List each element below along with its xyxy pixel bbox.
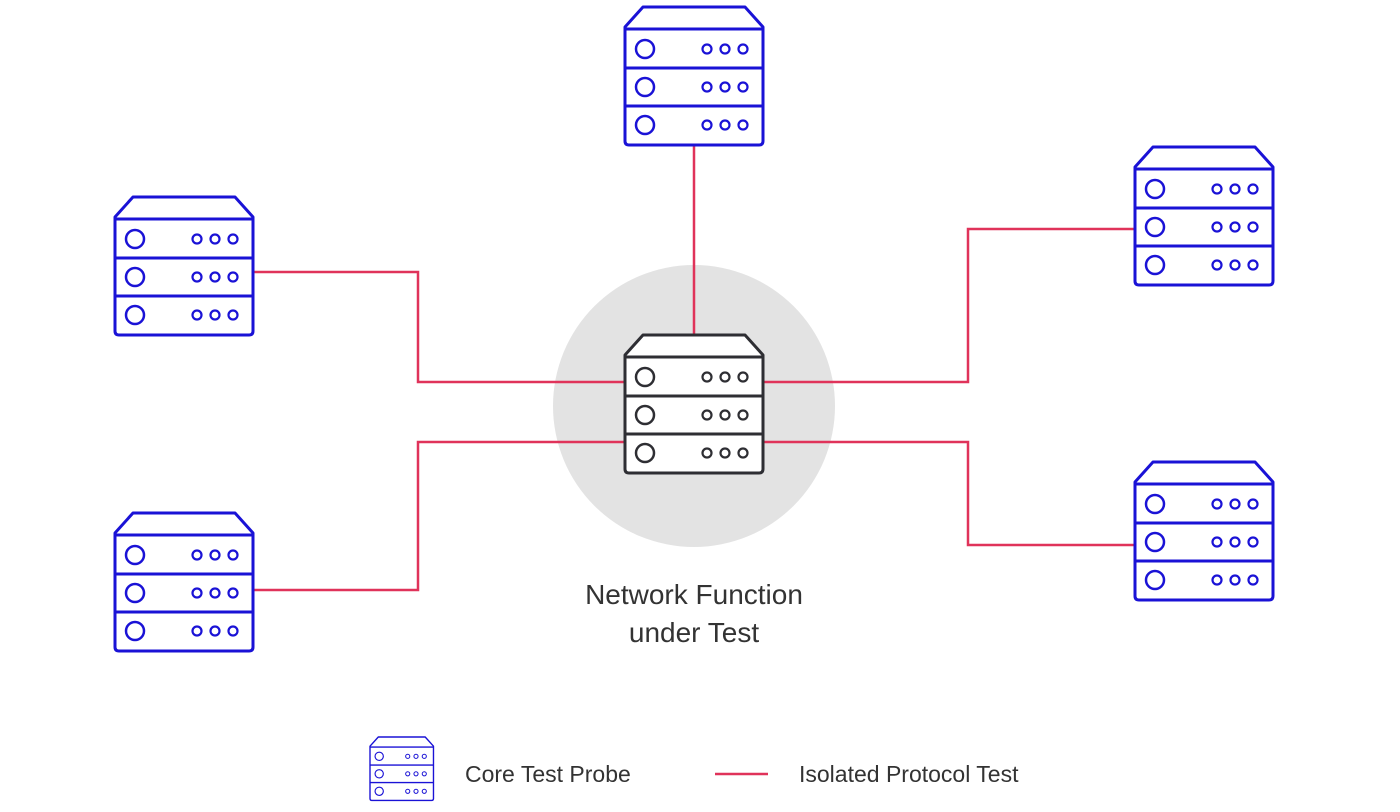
legend-line-label: Isolated Protocol Test bbox=[799, 761, 1019, 787]
network-function-server-icon bbox=[623, 333, 765, 475]
connection-line-left-upper bbox=[253, 270, 625, 384]
connection-line-left-lower bbox=[253, 440, 625, 592]
probe-left-lower-server-icon bbox=[113, 511, 255, 653]
probe-right-lower-server-icon bbox=[1133, 460, 1275, 602]
probe-right-upper-server-icon bbox=[1133, 145, 1275, 287]
legend-probe-server-icon bbox=[369, 736, 435, 802]
probe-top-server-icon bbox=[623, 5, 765, 147]
center-title-line2: under Test bbox=[629, 617, 759, 648]
legend-probe-label: Core Test Probe bbox=[465, 761, 631, 787]
connection-line-right-lower bbox=[763, 440, 1135, 547]
probe-left-upper-server-icon bbox=[113, 195, 255, 337]
legend: Core Test Probe Isolated Protocol Test bbox=[369, 736, 1019, 802]
connection-line-right-upper bbox=[763, 227, 1135, 384]
connections bbox=[253, 145, 1135, 592]
center-title-line1: Network Function bbox=[585, 579, 803, 610]
